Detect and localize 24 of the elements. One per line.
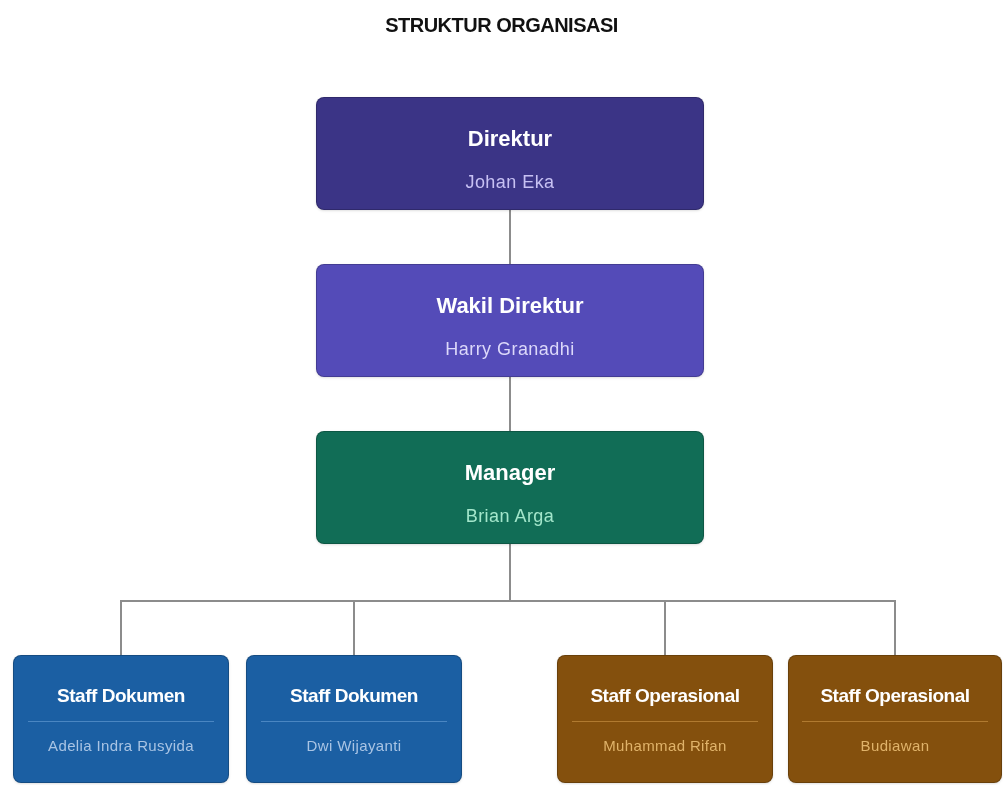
person-name: Brian Arga (465, 505, 555, 528)
org-box (788, 655, 1002, 783)
org-box (316, 264, 704, 377)
person-name: Budiawan (859, 735, 931, 756)
org-box (316, 97, 704, 210)
person-name: Adelia Indra Rusyida (47, 735, 195, 756)
person-name: Harry Granadhi (445, 338, 575, 361)
person-name: Muhammad Rifan (602, 735, 728, 756)
role-title: Manager (464, 459, 556, 487)
role-title: Staff Dokumen (290, 684, 418, 708)
org-box (557, 655, 773, 783)
connector-line (509, 209, 511, 265)
org-box (246, 655, 462, 783)
org-box (316, 431, 704, 544)
role-title: Staff Operasional (590, 684, 740, 708)
role-title: Staff Dokumen (57, 684, 185, 708)
diagram-title: STRUKTUR ORGANISASI (385, 13, 618, 38)
person-name: Dwi Wijayanti (305, 735, 403, 756)
role-title: Staff Operasional (820, 684, 970, 708)
person-name: Johan Eka (465, 171, 555, 194)
role-title: Direktur (467, 125, 553, 153)
role-title: Wakil Direktur (436, 292, 584, 320)
org-box (13, 655, 229, 783)
connector-line (509, 376, 511, 432)
